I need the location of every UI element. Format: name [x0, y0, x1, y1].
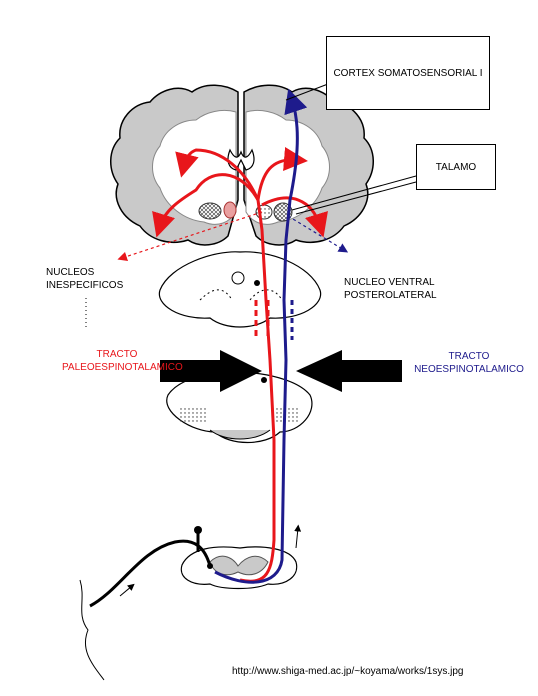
tracto-paleo-line-1: TRACTO — [96, 349, 138, 360]
talamo-callout-line — [291, 175, 417, 211]
nonspecific-projection-line — [117, 211, 263, 262]
medulla-section — [166, 371, 313, 443]
nucleos-label: NUCLEOS INESPECIFICOS — [46, 266, 123, 292]
synapse-midbrain — [254, 280, 260, 286]
synapse-spinal — [207, 563, 213, 569]
paleo-pointer-arrow — [160, 350, 262, 392]
ventricles — [227, 148, 255, 171]
talamo-label-box: TALAMO — [416, 144, 496, 190]
tracto-neo-line-1: TRACTO — [448, 351, 490, 362]
talamo-label: TALAMO — [435, 161, 477, 173]
nucleo-ventral-line-2: POSTEROLATERAL — [344, 290, 437, 301]
synapse-medulla — [261, 377, 267, 383]
tracto-paleo-label: TRACTO PALEOESPINOTALAMICO — [62, 348, 183, 374]
basal-nucleus-red — [223, 201, 237, 219]
neo-tract-path — [214, 88, 308, 584]
ascending-direction-arrow — [294, 524, 302, 549]
cortex-callout-line — [285, 83, 329, 101]
nucleo-ventral-line-1: NUCLEO VENTRAL — [344, 277, 435, 288]
cortex-label-box: CORTEX SOMATOSENSORIAL I — [326, 36, 490, 110]
afferent-direction-arrow — [119, 583, 135, 597]
midbrain-section — [158, 251, 322, 328]
tracto-paleo-line-2: PALEOESPINOTALAMICO — [62, 362, 183, 373]
cortex-label: CORTEX SOMATOSENSORIAL I — [333, 67, 483, 79]
talamo-callout-line-2 — [295, 181, 417, 215]
neo-pointer-arrow — [296, 350, 402, 392]
tracto-neo-label: TRACTO NEOESPINOTALAMICO — [406, 350, 532, 376]
nucleos-line-2: INESPECIFICOS — [46, 280, 124, 291]
source-url: http://www.shiga-med.ac.jp/~koyama/works… — [232, 666, 464, 677]
tracto-neo-line-2: NEOESPINOTALAMICO — [414, 364, 524, 375]
basal-nucleus-hatched — [198, 202, 222, 220]
dorsal-root-ganglion — [194, 526, 202, 534]
vpl-projection-line — [287, 215, 349, 253]
nucleos-line-1: NUCLEOS — [46, 267, 95, 278]
nucleo-ventral-label: NUCLEO VENTRAL POSTEROLATERAL — [344, 276, 437, 302]
skin-outline — [79, 579, 105, 681]
